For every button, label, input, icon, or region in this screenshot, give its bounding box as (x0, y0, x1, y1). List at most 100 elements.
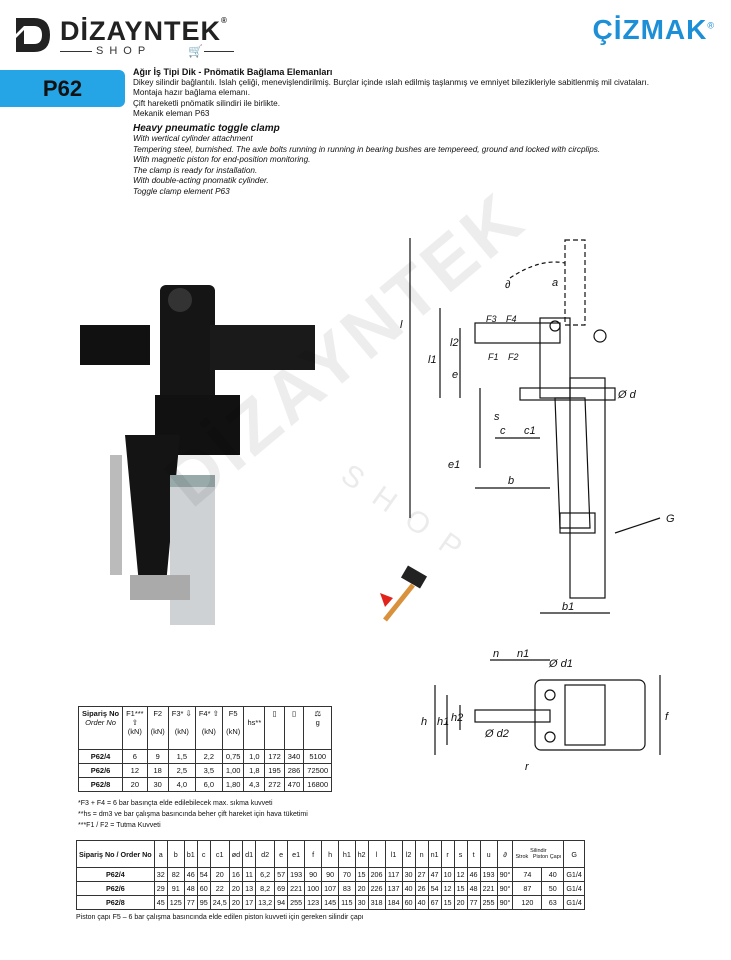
label-d1: Ø d1 (548, 658, 573, 670)
table-cell: 91 (166, 881, 185, 896)
table-header: h1 (338, 840, 356, 868)
table-cell: 32 (153, 867, 168, 882)
product-code-tag: P62 (0, 70, 125, 107)
tr-line: Mekanik eleman P63 (133, 109, 210, 118)
table-cell: 17 (242, 895, 257, 910)
table-cell: 221 (287, 881, 306, 896)
label-a: a (552, 277, 558, 289)
table-header: ▯ (264, 706, 285, 750)
table-header: e (274, 840, 289, 868)
table-cell: 60 (401, 895, 416, 910)
table-header: F5(kN) (221, 706, 245, 750)
label-b1: b1 (562, 601, 574, 613)
top-view-drawing: n n1 Ø d1 Ø d2 h h1 h2 f r (421, 648, 669, 773)
table-cell: 6,2 (255, 867, 276, 882)
table-cell: 15 (354, 867, 369, 882)
en-line: Toggle clamp element P63 (133, 186, 230, 196)
table-cell: 117 (384, 867, 403, 882)
table-cell: 20 (228, 881, 244, 896)
table-cell: 47 (427, 867, 442, 882)
table-cell: P62/4 (76, 867, 155, 882)
dizayntek-logo: DİZAYNTEK® SHOP 🛒 (12, 12, 242, 58)
table-header: G (563, 840, 585, 868)
product-description: Ağır İş Tipi Dik - Pnömatik Bağlama Elem… (133, 67, 723, 197)
table-cell: 13 (242, 881, 257, 896)
table-cell: 74 (512, 867, 543, 882)
table-header: l2 (401, 840, 416, 868)
note: ***F1 / F2 = Tutma Kuvveti (78, 822, 161, 829)
side-view-drawing: l l1 l2 e e1 s a ∂ Ø d c c1 b b1 G F3 F4… (400, 238, 675, 614)
table-header: ød (228, 840, 244, 868)
table-cell: 67 (427, 895, 442, 910)
table-cell: 20 (228, 895, 244, 910)
table-header: h (321, 840, 340, 868)
table-header: F1***⇧(kN) (122, 706, 148, 750)
label-h2: h2 (451, 712, 463, 724)
tr-line: Dikey silindir bağlantılı. Islah çeliği,… (133, 77, 649, 87)
table-cell: 255 (287, 895, 306, 910)
brand-rule-left (60, 51, 92, 52)
dizayntek-mark-icon (16, 18, 50, 52)
table-header: n (414, 840, 429, 868)
label-d: Ø d (617, 389, 637, 401)
label-F2: F2 (508, 352, 519, 362)
cizmak-text: ÇİZMAK (592, 14, 708, 45)
table-cell: 206 (367, 867, 386, 882)
table-cell: 46 (466, 867, 481, 882)
table-cell: 123 (304, 895, 323, 910)
table-cell: 115 (338, 895, 356, 910)
table-cell: 193 (287, 867, 306, 882)
label-l1: l1 (428, 354, 437, 366)
table-cell: 40 (401, 881, 416, 896)
label-F3: F3 (486, 314, 497, 324)
table-cell: 22 (209, 881, 230, 896)
table-cell: G1/4 (563, 895, 585, 910)
en-line: With double-acting pnomatik cylinder. (133, 176, 269, 185)
table-cell: P62/6 (76, 881, 155, 896)
table-cell: 63 (541, 895, 565, 910)
en-line: Tempering steel, burnished. The axle bol… (133, 144, 601, 154)
table-cell: 77 (183, 895, 198, 910)
table-header: ▯ (283, 706, 305, 750)
footnote: Piston çapı F5 – 6 bar çalışma basıncınd… (76, 914, 364, 921)
table-cell: 54 (427, 881, 442, 896)
table-header: h2 (354, 840, 369, 868)
table-header: s (453, 840, 468, 868)
table-cell: 15 (453, 881, 468, 896)
table-cell: 50 (541, 881, 565, 896)
label-G: G (666, 513, 675, 525)
label-n1: n1 (517, 648, 529, 660)
label-b: b (508, 475, 514, 487)
table-cell: 48 (183, 881, 198, 896)
en-line: With wertical cylinder attachment (133, 134, 253, 143)
table-cell: 15 (440, 895, 455, 910)
label-l2: l2 (450, 337, 459, 349)
table-header: n1 (427, 840, 442, 868)
table-cell: 137 (384, 881, 403, 896)
table-header: ∂ (496, 840, 514, 868)
table-header: a (153, 840, 168, 868)
table-header: F4* ⇧(kN) (194, 706, 223, 750)
table-cell: 60 (196, 881, 211, 896)
table-cell: 82 (166, 867, 185, 882)
table-cell: 11 (242, 867, 257, 882)
table-cell: 107 (321, 881, 340, 896)
note: *F3 + F4 = 6 bar basınçta elde edilebile… (78, 800, 273, 807)
table-cell: 90 (321, 867, 340, 882)
table-cell: 48 (466, 881, 481, 896)
table-cell: 57 (274, 867, 289, 882)
brand-name: DİZAYNTEK (60, 16, 222, 46)
table-header: l1 (384, 840, 403, 868)
table-cell: 95 (196, 895, 211, 910)
table-cell: 90° (496, 867, 514, 882)
table-cell: 40 (414, 895, 429, 910)
table-cell: 30 (401, 867, 416, 882)
en-title: Heavy pneumatic toggle clamp (133, 122, 280, 134)
label-n: n (493, 648, 499, 660)
table-cell: 30 (354, 895, 369, 910)
table-cell: 221 (479, 881, 498, 896)
table-cell: 70 (338, 867, 356, 882)
table-cell: 83 (338, 881, 356, 896)
